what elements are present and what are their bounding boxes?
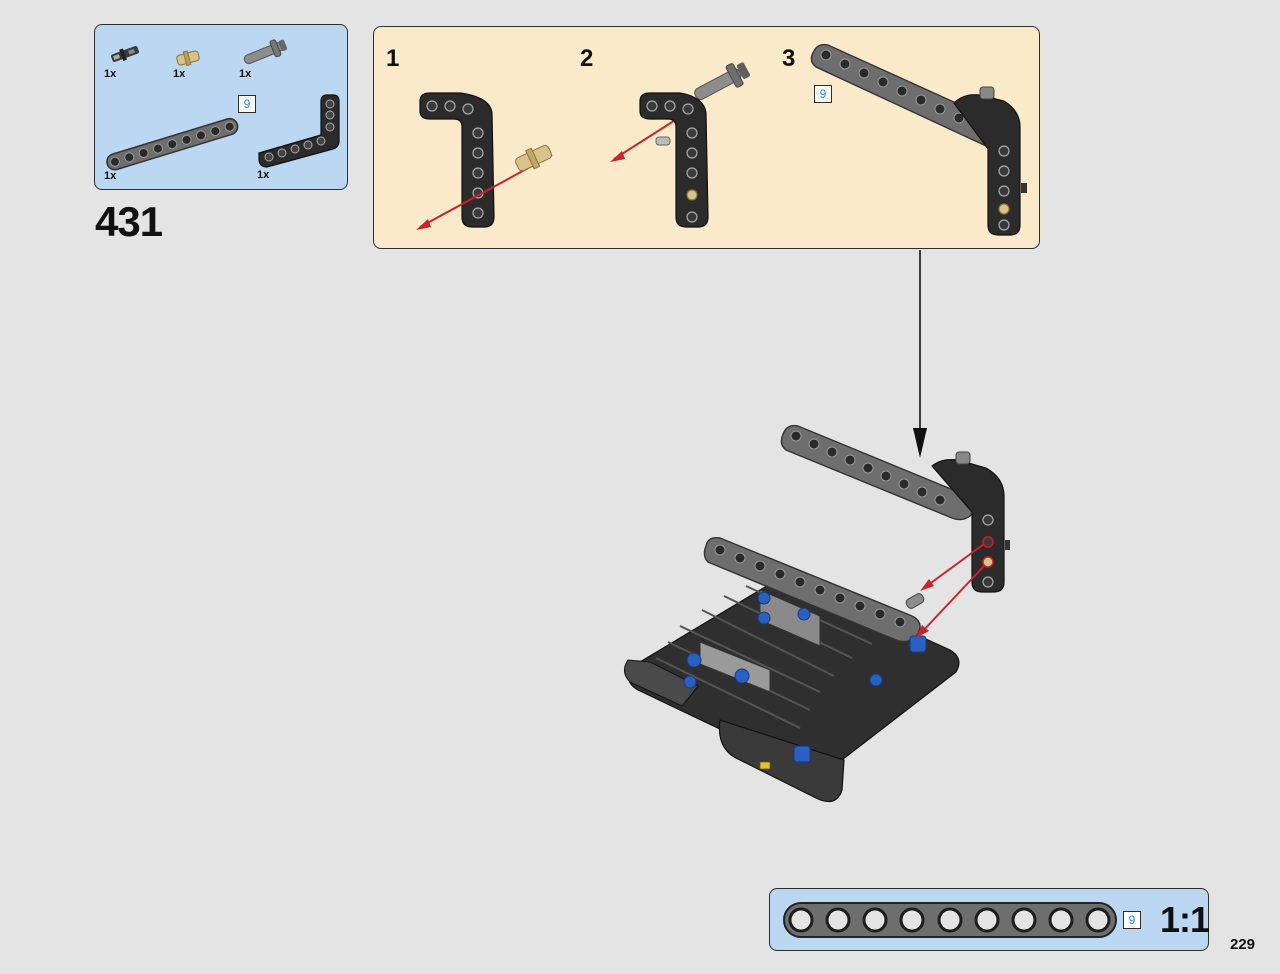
long-pin-part-icon [243, 39, 288, 65]
substep-1-illustration [416, 92, 553, 230]
main-assembly-illustration [624, 424, 1010, 803]
substep-number: 2 [580, 45, 594, 72]
tan-pin-part-icon [176, 50, 200, 67]
page-number: 229 [1230, 936, 1256, 953]
scale-label: 1:1 [1160, 899, 1210, 940]
connector-arrow [913, 250, 927, 458]
substep-box: 1 2 3 9 [373, 26, 1040, 249]
part-qty: 1x [257, 169, 270, 181]
part-qty: 1x [104, 170, 117, 182]
part-qty: 1x [104, 68, 117, 80]
substep-number: 3 [782, 45, 796, 72]
beam-length-tag: 9 [238, 95, 256, 113]
beam-ruler-box: 9 1:1 [769, 888, 1210, 951]
step-number: 431 [95, 198, 163, 245]
l-beam-part-icon [258, 94, 340, 168]
ruler-length-tag: 9 [1123, 911, 1141, 929]
substep-number: 1 [386, 45, 400, 72]
substep-3-illustration [810, 43, 1027, 236]
parts-list-box: 1x 1x 1x 9 1x [94, 24, 348, 190]
beam-9-part-icon [106, 117, 239, 171]
part-qty: 1x [173, 68, 186, 80]
part-qty: 1x [239, 68, 252, 80]
beam-ruler-illustration [783, 902, 1117, 938]
axle-pin-part-icon [111, 46, 139, 62]
beam-length-tag: 9 [814, 85, 832, 103]
substep-2-illustration [610, 62, 751, 228]
